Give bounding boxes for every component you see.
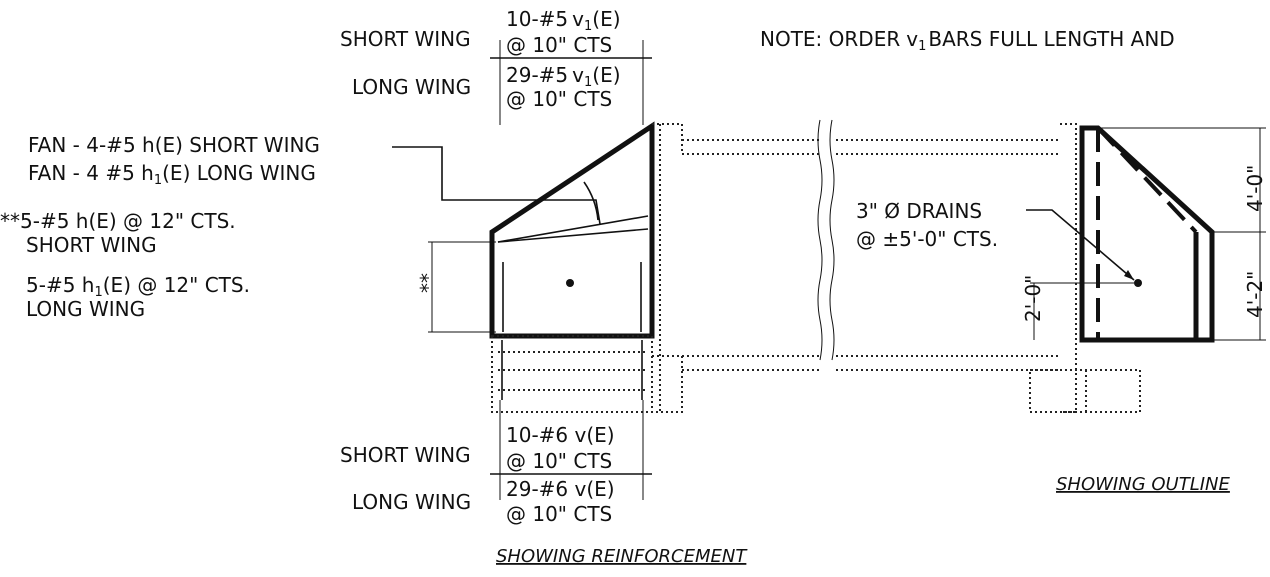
horizontal-short-note: **5-#5 h(E) @ 12" CTS. [0, 209, 236, 233]
fan-bar-middle [497, 228, 649, 243]
top-short-wing-label: SHORT WING [340, 27, 471, 51]
fan-bar-lower [497, 215, 649, 243]
fan-angle-arc [583, 181, 599, 221]
horizontal-long-note: 5-#5 h1(E) @ 12" CTS. [26, 273, 250, 300]
drain-point [566, 279, 574, 287]
outline-elevation: 3" Ø DRAINS @ ±5'-0" CTS. 2'-0" 4'-0" 4'… [836, 123, 1267, 413]
drain-height-dimension: 2'-0" [1021, 275, 1045, 322]
fan-long-wing: FAN - 4 #5 h1(E) LONG WING [28, 161, 316, 188]
bottom-long-bars: 29-#6 v(E) [506, 477, 615, 501]
lower-dimension: 4'-2" [1243, 271, 1267, 318]
outline-inner-slope [1096, 126, 1198, 234]
bottom-long-wing-label: LONG WING [352, 490, 471, 514]
break-line-right [829, 119, 835, 361]
dimension-marker: ** [416, 273, 440, 293]
reinforcement-elevation: ** [416, 119, 835, 413]
drain-spacing: @ ±5'-0" CTS. [856, 227, 998, 251]
fan-callout: FAN - 4-#5 h(E) SHORT WING FAN - 4 #5 h1… [28, 133, 601, 225]
bottom-structure-line [652, 355, 683, 413]
drain-leader [1026, 209, 1135, 281]
top-long-spacing: @ 10" CTS [506, 87, 612, 111]
break-line-left [817, 119, 823, 361]
reinforcement-title: SHOWING REINFORCEMENT [496, 546, 748, 567]
top-long-wing-label: LONG WING [352, 75, 471, 99]
horizontal-short-label: SHORT WING [26, 233, 157, 257]
bottom-bar-callout: SHORT WING LONG WING 10-#6 v(E) @ 10" CT… [340, 400, 652, 526]
drain-size: 3" Ø DRAINS [856, 199, 982, 223]
top-short-spacing: @ 10" CTS [506, 33, 612, 57]
horizontal-long-label: LONG WING [26, 297, 145, 321]
drain-arrowhead [1124, 270, 1134, 280]
fan-leader-line [392, 146, 601, 225]
horizontal-bar-notes: **5-#5 h(E) @ 12" CTS. SHORT WING 5-#5 h… [0, 209, 250, 321]
outline-structure-edge [1060, 123, 1077, 413]
bottom-long-spacing: @ 10" CTS [506, 502, 612, 526]
outline-drain-point [1134, 279, 1142, 287]
bottom-short-bars: 10-#6 v(E) [506, 423, 615, 447]
bottom-short-spacing: @ 10" CTS [506, 449, 612, 473]
upper-dimension: 4'-0" [1243, 165, 1267, 212]
footing-outline [491, 335, 653, 413]
outline-title: SHOWING OUTLINE [1056, 474, 1231, 495]
outline-wall [1079, 125, 1215, 343]
fan-short-wing: FAN - 4-#5 h(E) SHORT WING [28, 133, 320, 157]
top-structure-line [652, 123, 820, 155]
bottom-short-wing-label: SHORT WING [340, 443, 471, 467]
